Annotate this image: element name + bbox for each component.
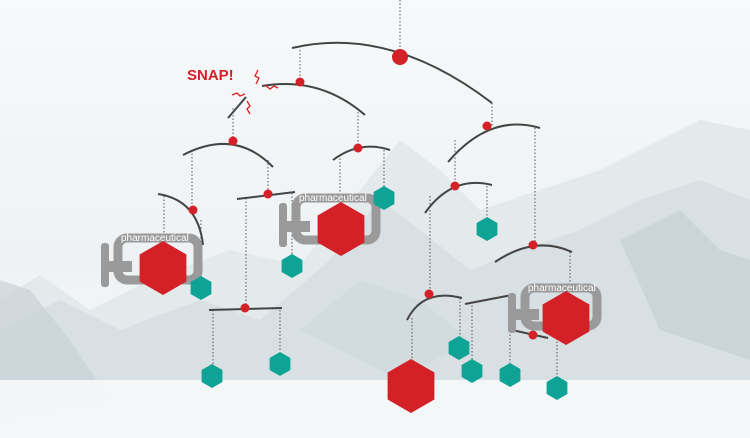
teal-hexagon	[281, 254, 303, 278]
snap-text: SNAP!	[187, 67, 234, 84]
red-hexagon	[139, 241, 187, 295]
clamp-label: pharmaceutical	[121, 233, 189, 244]
teal-hexagon	[190, 276, 212, 300]
red-hexagon	[387, 359, 435, 413]
pivot-dot	[424, 289, 434, 299]
teal-hexagon	[269, 352, 291, 376]
teal-hexagon	[476, 217, 498, 241]
clamp-screw-icon	[284, 221, 310, 232]
teal-hexagon	[201, 364, 223, 388]
clamp-label: pharmaceutical	[299, 193, 367, 204]
pivot-dot	[528, 240, 538, 250]
teal-hexagon	[461, 359, 483, 383]
clamp-handle-icon	[508, 293, 516, 333]
teal-hexagon	[448, 336, 470, 360]
pivot-dot	[392, 49, 408, 65]
teal-hexagon	[546, 376, 568, 400]
pivot-dot	[228, 136, 238, 146]
red-hexagon	[317, 202, 365, 256]
pivot-dot	[353, 143, 363, 153]
clamp-handle-icon	[279, 203, 287, 247]
teal-hexagon	[499, 363, 521, 387]
pivot-dot	[450, 181, 460, 191]
pivot-dot	[263, 189, 273, 199]
mountains	[0, 120, 750, 438]
clamp-label: pharmaceutical	[528, 283, 596, 294]
pivot-dot	[188, 205, 198, 215]
clamp-handle-icon	[101, 243, 109, 287]
pivot-dot	[240, 303, 250, 313]
clamp-screw-icon	[106, 261, 132, 272]
teal-hexagon	[373, 186, 395, 210]
snap-crack-icon	[231, 69, 279, 115]
red-hexagon	[542, 291, 590, 345]
clamp-screw-icon	[513, 309, 539, 320]
pivot-dot	[528, 330, 538, 340]
pivot-dot	[295, 77, 305, 87]
snap-mark: SNAP!	[187, 67, 279, 115]
pivot-dot	[482, 121, 492, 131]
